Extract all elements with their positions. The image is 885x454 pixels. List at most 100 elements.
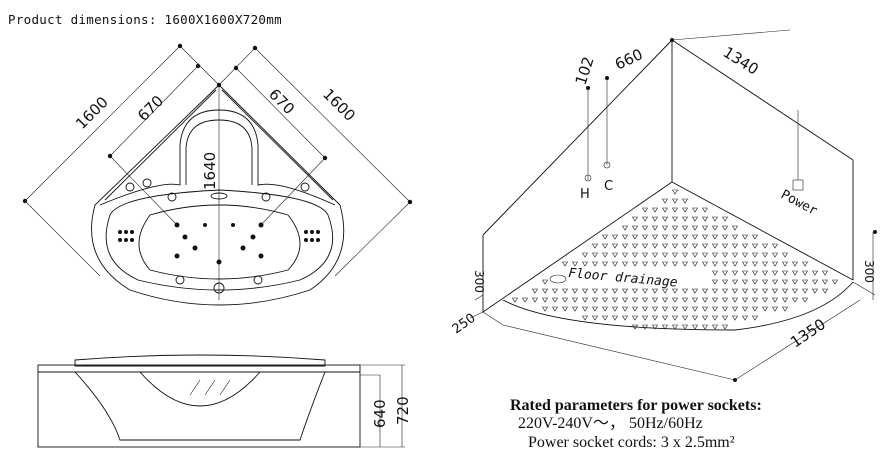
dim-660: 660 [612, 45, 646, 73]
floor-triangle [581, 261, 589, 267]
floor-triangle [621, 261, 629, 267]
floor-triangle [761, 297, 769, 303]
power-socket-icon [792, 179, 804, 191]
floor-triangle [591, 243, 599, 249]
install-view: 102 660 1340 H C Power 300 250 300 Floor… [450, 29, 877, 382]
floor-triangle [691, 297, 699, 303]
floor-triangle [621, 297, 629, 303]
floor-triangle [751, 288, 759, 294]
floor-triangle [671, 252, 679, 258]
floor-triangle [631, 234, 639, 240]
floor-triangle [661, 315, 669, 321]
floor-triangle [641, 315, 649, 321]
floor-triangle [741, 270, 749, 276]
floor-triangle [641, 243, 649, 249]
floor-triangle [781, 288, 789, 294]
floor-triangle [661, 306, 669, 312]
dim-300-right: 300 [862, 260, 876, 283]
floor-triangle [811, 270, 819, 276]
floor-triangle [601, 297, 609, 303]
floor-triangle [611, 234, 619, 240]
floor-triangle [651, 243, 659, 249]
floor-triangle [581, 315, 589, 321]
floor-triangle [781, 279, 789, 285]
floor-triangle [611, 315, 619, 321]
dim-1350: 1350 [787, 315, 829, 351]
floor-triangle [801, 261, 809, 267]
floor-triangle [761, 261, 769, 267]
floor-triangle [651, 306, 659, 312]
floor-triangle [561, 306, 569, 312]
floor-triangle [641, 324, 649, 330]
cold-water-icon [603, 161, 611, 169]
floor-triangle [751, 252, 759, 258]
floor-triangle [711, 288, 719, 294]
floor-triangle [721, 288, 729, 294]
tub-outline [91, 84, 345, 306]
floor-triangle [641, 216, 649, 222]
hot-water-icon [584, 174, 592, 182]
floor-triangle [731, 297, 739, 303]
notes-heading: Rated parameters for power sockets: [510, 397, 762, 414]
floor-triangle [771, 252, 779, 258]
floor-triangle [781, 297, 789, 303]
dim-250: 250 [450, 311, 479, 338]
floor-triangle [731, 270, 739, 276]
floor-triangle [761, 279, 769, 285]
floor-triangle [811, 288, 819, 294]
floor-triangle [741, 252, 749, 258]
floor-triangle [771, 297, 779, 303]
floor-triangle [661, 261, 669, 267]
floor-triangle [601, 252, 609, 258]
floor-triangle [821, 288, 829, 294]
floor-triangle [711, 243, 719, 249]
floor-triangle [621, 243, 629, 249]
floor-triangle [671, 189, 679, 195]
floor-triangle [631, 225, 639, 231]
floor-triangle [611, 243, 619, 249]
floor-triangle [701, 306, 709, 312]
floor-triangle [711, 306, 719, 312]
floor-triangle [681, 288, 689, 294]
floor-triangle [521, 297, 529, 303]
floor-triangle [711, 324, 719, 330]
floor-triangle [601, 288, 609, 294]
floor-triangle [671, 288, 679, 294]
floor-triangle [741, 306, 749, 312]
label-h: H [580, 187, 590, 202]
floor-triangle [621, 225, 629, 231]
dim-right-inner: 670 [265, 85, 298, 118]
dim-depth: 1640 [201, 152, 219, 190]
floor-triangle [541, 297, 549, 303]
floor-triangle [731, 234, 739, 240]
floor-triangle [721, 252, 729, 258]
floor-triangle [551, 306, 559, 312]
floor-triangle [711, 315, 719, 321]
floor-triangle [741, 315, 749, 321]
floor-triangle [751, 234, 759, 240]
floor-triangle [821, 270, 829, 276]
floor-triangle [701, 324, 709, 330]
floor-triangle [611, 261, 619, 267]
floor-triangle [651, 315, 659, 321]
floor-triangle [671, 198, 679, 204]
floor-triangle [611, 306, 619, 312]
floor-triangle [801, 288, 809, 294]
floor-triangle [511, 297, 519, 303]
floor-triangle [721, 216, 729, 222]
floor-triangle [741, 234, 749, 240]
dim-inner-height: 640 [371, 399, 389, 428]
floor-triangle [721, 306, 729, 312]
floor-triangle [551, 288, 559, 294]
floor-triangle [711, 216, 719, 222]
floor-triangle [541, 288, 549, 294]
floor-triangle [591, 297, 599, 303]
floor-triangle [681, 324, 689, 330]
floor-triangle [761, 288, 769, 294]
floor-triangle [671, 306, 679, 312]
floor-triangle [651, 324, 659, 330]
floor-triangle [631, 315, 639, 321]
floor-triangle [701, 297, 709, 303]
floor-triangle [671, 324, 679, 330]
